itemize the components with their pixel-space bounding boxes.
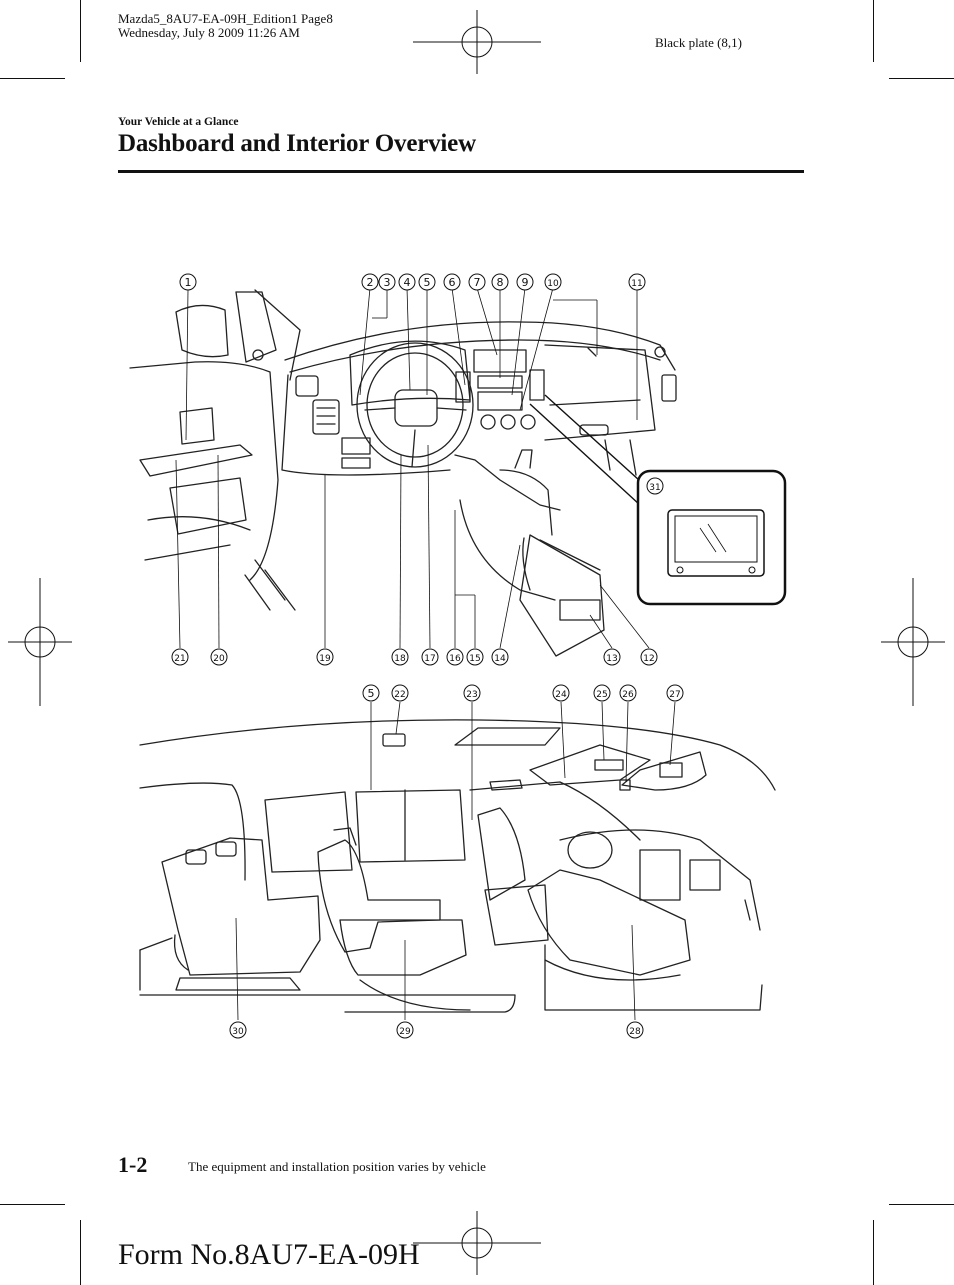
- callout-2: 2: [367, 276, 374, 289]
- title-rule: [118, 170, 804, 173]
- crop-mark: [80, 0, 81, 62]
- footer-note: The equipment and installation position …: [188, 1159, 486, 1174]
- callout-17: 17: [424, 654, 435, 664]
- callout-15: 15: [469, 654, 480, 664]
- callout-21: 21: [174, 654, 185, 664]
- crop-mark: [80, 1220, 81, 1285]
- callout-16: 16: [449, 654, 461, 664]
- callout-14: 14: [494, 654, 506, 664]
- callout-22: 22: [394, 690, 405, 700]
- print-header-line2: Wednesday, July 8 2009 11:26 AM: [118, 25, 300, 40]
- callout-28: 28: [629, 1027, 641, 1037]
- callout-11: 11: [631, 279, 642, 289]
- callout-24: 24: [555, 690, 567, 700]
- callout-20: 20: [213, 654, 225, 664]
- callout-29: 29: [399, 1027, 411, 1037]
- callout-27: 27: [669, 690, 680, 700]
- callout-19: 19: [319, 654, 331, 664]
- callout-26: 26: [622, 690, 634, 700]
- section-label: Your Vehicle at a Glance: [118, 116, 239, 128]
- callout-8: 8: [497, 276, 504, 289]
- callout-3: 3: [384, 276, 391, 289]
- callout-30: 30: [232, 1027, 244, 1037]
- callout-1: 1: [185, 276, 192, 289]
- page-number: 1-2: [118, 1152, 148, 1177]
- crop-mark: [889, 78, 954, 79]
- crop-mark: [873, 0, 874, 62]
- callout-4: 4: [404, 276, 411, 289]
- page-title: Dashboard and Interior Overview: [118, 130, 476, 157]
- callout-12: 12: [643, 654, 654, 664]
- callout-7: 7: [474, 276, 481, 289]
- callout-18: 18: [394, 654, 406, 664]
- crop-mark: [0, 1204, 65, 1205]
- callout-5: 5: [424, 276, 431, 289]
- callout-13: 13: [606, 654, 617, 664]
- callout-23: 23: [466, 690, 477, 700]
- callout-6: 6: [449, 276, 456, 289]
- inset-box: [636, 469, 787, 606]
- plate-label: Black plate (8,1): [655, 35, 742, 50]
- callout-25: 25: [596, 690, 607, 700]
- crop-mark: [0, 78, 65, 79]
- print-header-line1: Mazda5_8AU7-EA-09H_Edition1 Page8: [118, 11, 333, 26]
- print-header: Mazda5_8AU7-EA-09H_Edition1 Page8 Wednes…: [118, 12, 333, 40]
- callout-9: 9: [522, 276, 529, 289]
- callout-31: 31: [649, 483, 660, 493]
- callout-5-interior: 5: [368, 687, 375, 700]
- callout-10: 10: [547, 279, 559, 289]
- crop-mark: [873, 1220, 874, 1285]
- crop-mark: [889, 1204, 954, 1205]
- form-number: Form No.8AU7-EA-09H: [118, 1238, 420, 1271]
